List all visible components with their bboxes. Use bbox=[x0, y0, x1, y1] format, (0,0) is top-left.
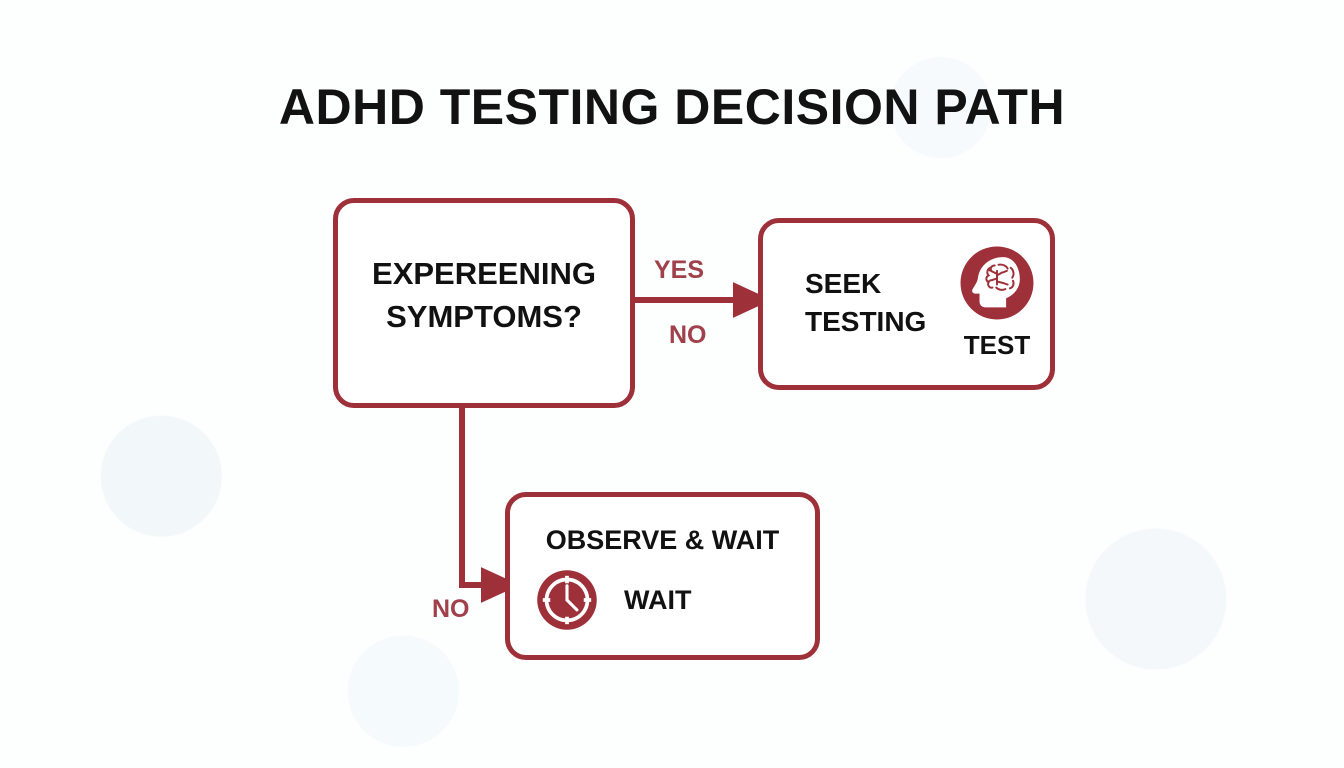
seek-testing-icon-group: TEST bbox=[945, 245, 1049, 361]
node-seek-testing-label: SEEK TESTING bbox=[805, 265, 926, 341]
node-observe-wait-label: OBSERVE & WAIT bbox=[545, 525, 780, 555]
node-decision-symptoms[interactable]: EXPEREENING SYMPTOMS? bbox=[333, 198, 635, 408]
clock-icon bbox=[537, 570, 597, 630]
edge-decision-to-observe bbox=[459, 408, 520, 603]
edge-label-no-upper: NO bbox=[669, 321, 707, 349]
page-title: ADHD TESTING DECISION PATH bbox=[278, 79, 1066, 135]
observe-wait-icon-group: WAIT bbox=[536, 569, 692, 631]
edge-label-no-lower: NO bbox=[432, 595, 470, 623]
head-brain-icon bbox=[960, 246, 1034, 320]
node-decision-label-line2: SYMPTOMS? bbox=[386, 298, 582, 334]
node-decision-label-line1: EXPEREENING bbox=[372, 256, 596, 291]
edge-label-yes: YES bbox=[654, 256, 705, 284]
node-seek-testing[interactable]: SEEK TESTING bbox=[758, 218, 1055, 390]
observe-wait-icon-caption: WAIT bbox=[624, 584, 692, 615]
node-seek-testing-label-line2: TESTING bbox=[805, 305, 927, 337]
node-decision-label: EXPEREENING SYMPTOMS? bbox=[338, 253, 630, 339]
node-observe-wait[interactable]: OBSERVE & WAIT WAIT bbox=[505, 492, 820, 660]
seek-testing-icon-caption: TEST bbox=[963, 330, 1031, 360]
node-seek-testing-label-line1: SEEK bbox=[805, 268, 882, 299]
